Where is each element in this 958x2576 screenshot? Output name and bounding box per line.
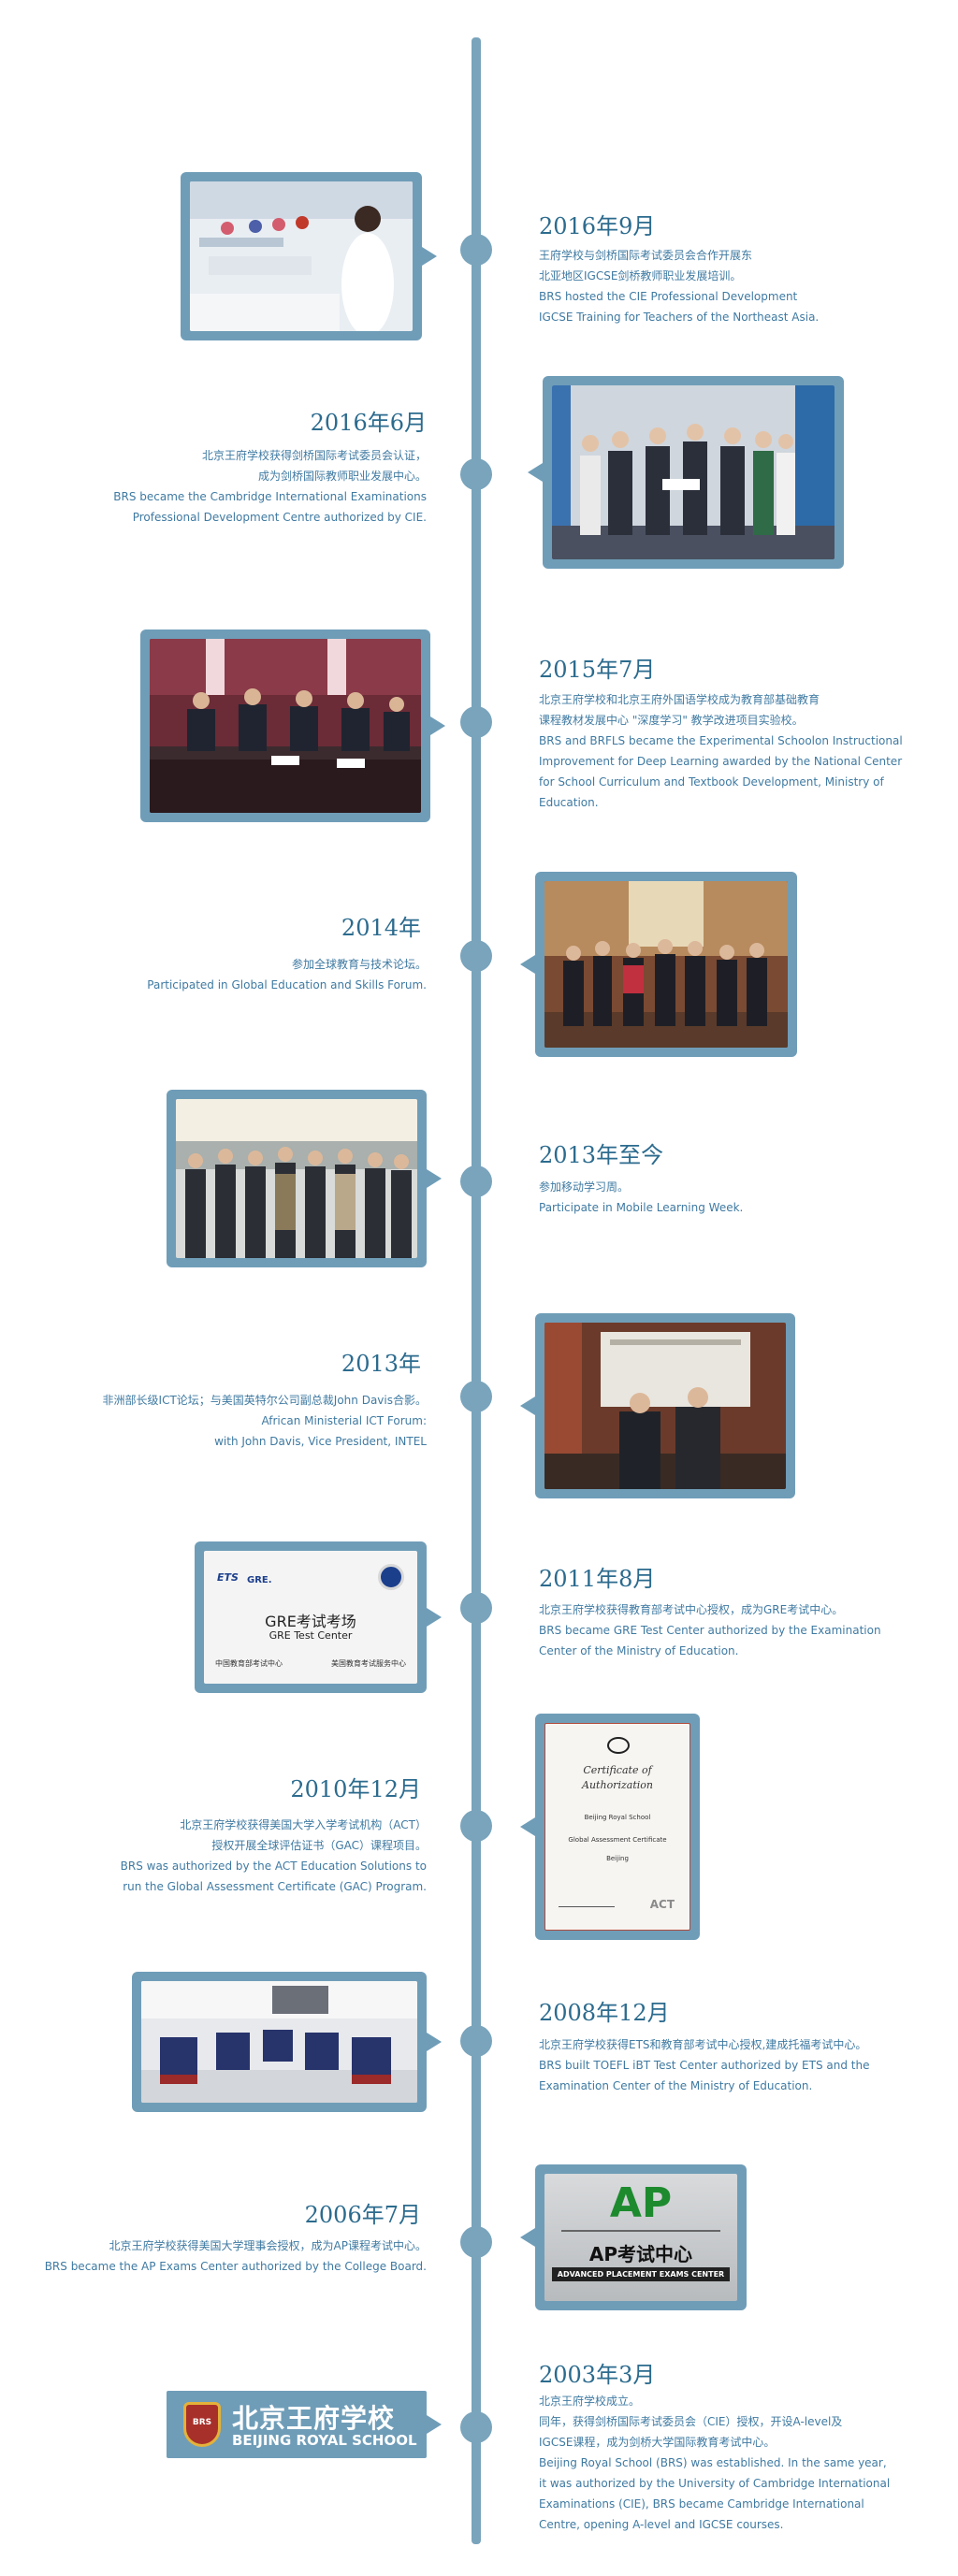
globe-icon xyxy=(607,1737,630,1754)
certificate-program: Global Assessment Certificate xyxy=(568,1836,667,1844)
school-logo-frame: BRS 北京王府学校 BEIJING ROYAL SCHOOL xyxy=(167,2391,442,2458)
ceremony-photo xyxy=(552,385,835,559)
timeline-dot xyxy=(460,1165,492,1197)
test-center-photo xyxy=(141,1981,417,2103)
timeline-dot xyxy=(460,2226,492,2258)
timeline-dot xyxy=(460,458,492,490)
event-date: 2008年12月 xyxy=(539,2000,670,2026)
event-photo-forum xyxy=(520,872,797,1057)
event-description: 北京王府学校成立。同年，获得剑桥国际考试委员会（CIE）授权，开设A-level… xyxy=(539,2395,891,2531)
event-date: 2014年 xyxy=(341,915,421,941)
event-description: 北京王府学校获得ETS和教育部考试中心授权,建成托福考试中心。BRS built… xyxy=(539,2038,870,2092)
ict-forum-photo xyxy=(544,1323,786,1489)
event-date: 2016年9月 xyxy=(539,213,656,239)
gre-certificate-frame: ETS GRE. GRE考试考场 GRE Test Center 中国教育部考试… xyxy=(195,1541,442,1693)
gre-card-title: GRE考试考场 xyxy=(265,1613,356,1630)
event-description: 王府学校与剑桥国际考试委员会合作开展东北亚地区IGCSE剑桥教师职业发展培训。 … xyxy=(539,249,820,324)
seal-icon xyxy=(378,1564,404,1590)
certificate-city: Beijing xyxy=(606,1855,629,1862)
lab-photo xyxy=(190,181,413,331)
event-description: 北京王府学校获得美国大学理事会授权，成为AP课程考试中心。BRS became … xyxy=(44,2239,427,2273)
school-name-cn: 北京王府学校 xyxy=(232,2403,396,2434)
certificate-org: Beijing Royal School xyxy=(584,1814,651,1821)
act-logo: ACT xyxy=(649,1898,675,1911)
event-description: 北京王府学校获得美国大学入学考试机构（ACT）授权开展全球评估证书（GAC）课程… xyxy=(120,1818,427,1893)
timeline-dot xyxy=(460,2025,492,2057)
act-certificate-frame: Certificate of Authorization Beijing Roy… xyxy=(520,1714,700,1940)
ap-center-frame: AP AP考试中心 ADVANCED PLACEMENT EXAMS CENTE… xyxy=(520,2164,747,2310)
event-description: 北京王府学校获得剑桥国际考试委员会认证，成为剑桥国际教师职业发展中心。 BRS … xyxy=(113,449,427,524)
timeline-dot xyxy=(460,234,492,266)
forum-photo xyxy=(544,881,788,1048)
gre-card-footer-left: 中国教育部考试中心 xyxy=(215,1659,283,1668)
event-photo-lab xyxy=(181,172,437,340)
gre-card-subtitle: GRE Test Center xyxy=(269,1629,353,1642)
school-badge-icon: BRS xyxy=(183,2402,221,2447)
event-date: 2006年7月 xyxy=(304,2202,421,2228)
event-description: 北京王府学校和北京王府外国语学校成为教育部基础教育课程教材发展中心 "深度学习"… xyxy=(539,693,903,809)
timeline-dot xyxy=(460,1592,492,1624)
event-description: 参加移动学习周。Participate in Mobile Learning W… xyxy=(539,1180,744,1214)
timeline-dot xyxy=(460,1381,492,1412)
gre-card-footer-right: 美国教育考试服务中心 xyxy=(331,1659,406,1668)
event-date: 2003年3月 xyxy=(539,2362,656,2388)
event-date: 2013年至今 xyxy=(539,1142,664,1168)
ap-card-subtitle: ADVANCED PLACEMENT EXAMS CENTER xyxy=(552,2267,730,2281)
event-photo-meeting xyxy=(140,630,445,822)
event-photo-group xyxy=(167,1090,442,1267)
timeline-dot xyxy=(460,706,492,738)
timeline-line xyxy=(472,37,481,2544)
event-photo-ict-forum xyxy=(520,1313,795,1498)
timeline-dot xyxy=(460,2411,492,2443)
event-date: 2016年6月 xyxy=(310,410,427,436)
timeline-dot xyxy=(460,940,492,972)
event-photo-ceremony xyxy=(528,376,844,569)
school-name-en: BEIJING ROYAL SCHOOL xyxy=(232,2432,417,2449)
event-description: 参加全球教育与技术论坛。Participated in Global Educa… xyxy=(147,958,427,991)
event-date: 2015年7月 xyxy=(539,657,656,683)
ap-divider xyxy=(561,2230,720,2232)
ets-logo: ETS xyxy=(217,1571,239,1584)
signature-line xyxy=(559,1906,615,1907)
ap-card-title: AP考试中心 xyxy=(588,2243,693,2265)
event-description: 非洲部长级ICT论坛；与美国英特尔公司副总裁John Davis合影。Afric… xyxy=(102,1394,427,1448)
event-date: 2013年 xyxy=(341,1351,421,1377)
event-date: 2011年8月 xyxy=(539,1566,656,1592)
ap-big-label: AP xyxy=(609,2179,673,2227)
certificate-title: Certificate of Authorization xyxy=(582,1764,653,1791)
event-date: 2010年12月 xyxy=(290,1776,421,1802)
group-photo xyxy=(176,1099,417,1258)
event-description: 北京王府学校获得教育部考试中心授权，成为GRE考试中心。BRS became G… xyxy=(539,1603,881,1657)
gre-logo: GRE. xyxy=(247,1575,272,1585)
event-photo-test-center xyxy=(132,1972,442,2112)
meeting-photo xyxy=(150,639,421,813)
timeline-dot xyxy=(460,1810,492,1842)
